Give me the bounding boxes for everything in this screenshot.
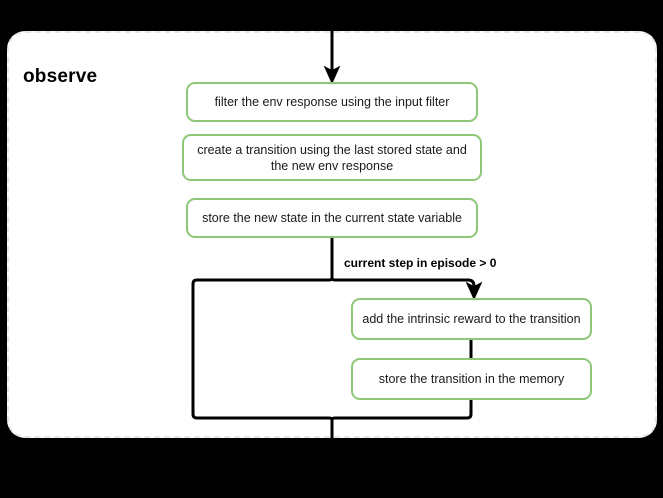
node-store-transition-in-memory[interactable]: store the transition in the memory <box>351 358 592 400</box>
node-store-new-state[interactable]: store the new state in the current state… <box>186 198 478 238</box>
node-add-intrinsic-reward[interactable]: add the intrinsic reward to the transiti… <box>351 298 592 340</box>
edge-condition-label: current step in episode > 0 <box>344 256 497 270</box>
node-filter-env-response[interactable]: filter the env response using the input … <box>186 82 478 122</box>
scope-title: observe <box>23 66 98 87</box>
node-create-transition[interactable]: create a transition using the last store… <box>182 134 482 181</box>
